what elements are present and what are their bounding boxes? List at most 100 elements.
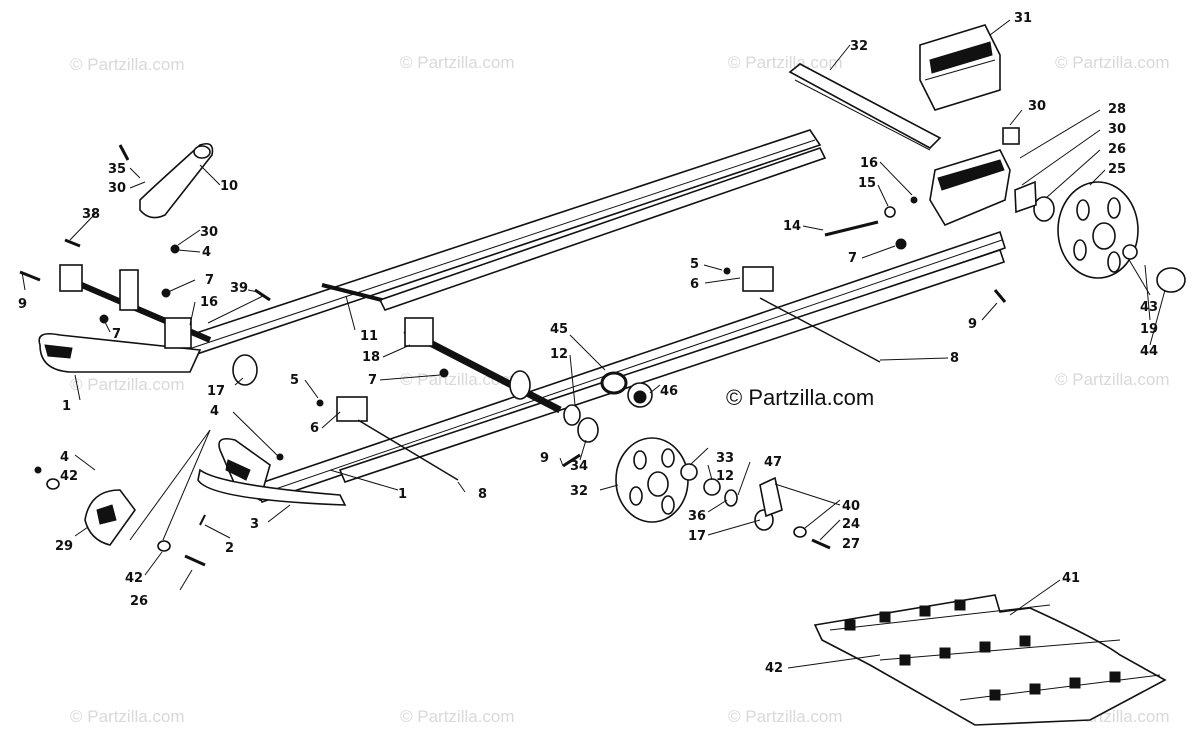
callout-label: 7 bbox=[205, 273, 214, 288]
callout-label: 31 bbox=[1014, 11, 1032, 26]
callout-label: 29 bbox=[55, 539, 73, 554]
watermark: © Partzilla.com bbox=[70, 707, 185, 726]
callout-label: 36 bbox=[688, 509, 706, 524]
rear-bracket bbox=[929, 127, 1020, 227]
pipe bbox=[207, 294, 266, 324]
callout-label: 41 bbox=[1062, 571, 1080, 586]
callout-label: 44 bbox=[1140, 344, 1158, 359]
callout-label: 24 bbox=[842, 517, 860, 532]
idler-wheel-front bbox=[615, 437, 689, 523]
callout-label: 15 bbox=[858, 176, 876, 191]
callout-label: 12 bbox=[550, 347, 568, 362]
callout-label: 17 bbox=[207, 384, 225, 399]
watermark: © Partzilla.com bbox=[728, 707, 843, 726]
callout-label: 7 bbox=[368, 373, 377, 388]
callout-label: 4 bbox=[210, 404, 219, 419]
callout-label: 46 bbox=[660, 384, 678, 399]
ring bbox=[600, 371, 628, 395]
watermarks: © Partzilla.com © Partzilla.com © Partzi… bbox=[70, 53, 1170, 726]
watermark: © Partzilla.com bbox=[400, 707, 515, 726]
callout-label: 34 bbox=[570, 459, 588, 474]
callout-label: 26 bbox=[1108, 142, 1126, 157]
callout-label: 40 bbox=[842, 499, 860, 514]
callout-label: 26 bbox=[130, 594, 148, 609]
rear-axle-shaft bbox=[788, 63, 942, 151]
slide-rail-lower bbox=[253, 230, 1006, 504]
callout-label: 18 bbox=[362, 350, 380, 365]
callout-label: 9 bbox=[968, 317, 977, 332]
cross-rod bbox=[321, 283, 383, 302]
watermark: © Partzilla.com bbox=[728, 53, 843, 72]
callout-label: 11 bbox=[360, 329, 378, 344]
watermark: © Partzilla.com bbox=[400, 53, 515, 72]
callout-label: 42 bbox=[60, 469, 78, 484]
callout-label: 1 bbox=[62, 399, 71, 414]
callout-label: 6 bbox=[310, 421, 319, 436]
callout-label: 30 bbox=[1108, 122, 1126, 137]
callout-label: 16 bbox=[200, 295, 218, 310]
callout-label: 2 bbox=[225, 541, 234, 556]
runner-front-upper bbox=[38, 332, 202, 373]
front-axle bbox=[59, 264, 258, 386]
callout-label: 32 bbox=[570, 484, 588, 499]
bumper-block bbox=[742, 266, 774, 292]
callout-label: 43 bbox=[1140, 300, 1158, 315]
callout-label: 30 bbox=[200, 225, 218, 240]
callout-label: 8 bbox=[478, 487, 487, 502]
spacer bbox=[1014, 180, 1037, 214]
callout-label: 5 bbox=[690, 257, 699, 272]
wear-strip bbox=[197, 468, 347, 506]
callout-label: 14 bbox=[783, 219, 801, 234]
bolt bbox=[824, 220, 879, 237]
callout-label: 32 bbox=[850, 39, 868, 54]
track-section bbox=[813, 594, 1167, 726]
callout-label: 42 bbox=[765, 661, 783, 676]
watermark: © Partzilla.com bbox=[70, 55, 185, 74]
upper-bracket bbox=[919, 24, 1001, 111]
callout-label: 30 bbox=[1028, 99, 1046, 114]
bumper-block bbox=[336, 396, 368, 422]
callout-label: 6 bbox=[690, 277, 699, 292]
callout-labels: 32 31 30 28 30 26 25 16 15 14 7 5 6 9 8 … bbox=[18, 11, 1158, 676]
callout-label: 39 bbox=[230, 281, 248, 296]
callout-label: 33 bbox=[716, 451, 734, 466]
callout-label: 4 bbox=[60, 450, 69, 465]
callout-label: 7 bbox=[112, 327, 121, 342]
callout-label: 38 bbox=[82, 207, 100, 222]
copyright-text: © Partzilla.com bbox=[726, 385, 874, 410]
callout-label: 12 bbox=[716, 469, 734, 484]
callout-label: 42 bbox=[125, 571, 143, 586]
front-guard bbox=[84, 489, 136, 546]
callout-label: 47 bbox=[764, 455, 782, 470]
callout-label: 35 bbox=[108, 162, 126, 177]
pivot-arm bbox=[139, 142, 214, 219]
bearing-center bbox=[633, 390, 647, 404]
washer bbox=[1122, 244, 1138, 260]
callout-label: 9 bbox=[540, 451, 549, 466]
hub-cap bbox=[1156, 267, 1186, 293]
callout-label: 3 bbox=[250, 517, 259, 532]
callout-label: 4 bbox=[202, 245, 211, 260]
rear-axle bbox=[403, 317, 599, 443]
callout-label: 1 bbox=[398, 487, 407, 502]
callout-label: 25 bbox=[1108, 162, 1126, 177]
watermark: © Partzilla.com bbox=[70, 375, 185, 394]
callout-label: 16 bbox=[860, 156, 878, 171]
callout-label: 19 bbox=[1140, 322, 1158, 337]
callout-label: 30 bbox=[108, 181, 126, 196]
callout-label: 5 bbox=[290, 373, 299, 388]
callout-label: 10 bbox=[220, 179, 238, 194]
callout-label: 7 bbox=[848, 251, 857, 266]
watermark: © Partzilla.com bbox=[1055, 53, 1170, 72]
callout-label: 17 bbox=[688, 529, 706, 544]
callout-label: 28 bbox=[1108, 102, 1126, 117]
hardware bbox=[19, 144, 1007, 567]
callout-label: 8 bbox=[950, 351, 959, 366]
callout-label: 9 bbox=[18, 297, 27, 312]
bearing bbox=[1033, 196, 1055, 222]
watermark: © Partzilla.com bbox=[1055, 370, 1170, 389]
idler-wheel-rear bbox=[1057, 181, 1139, 279]
leader-lines bbox=[21, 19, 1166, 669]
